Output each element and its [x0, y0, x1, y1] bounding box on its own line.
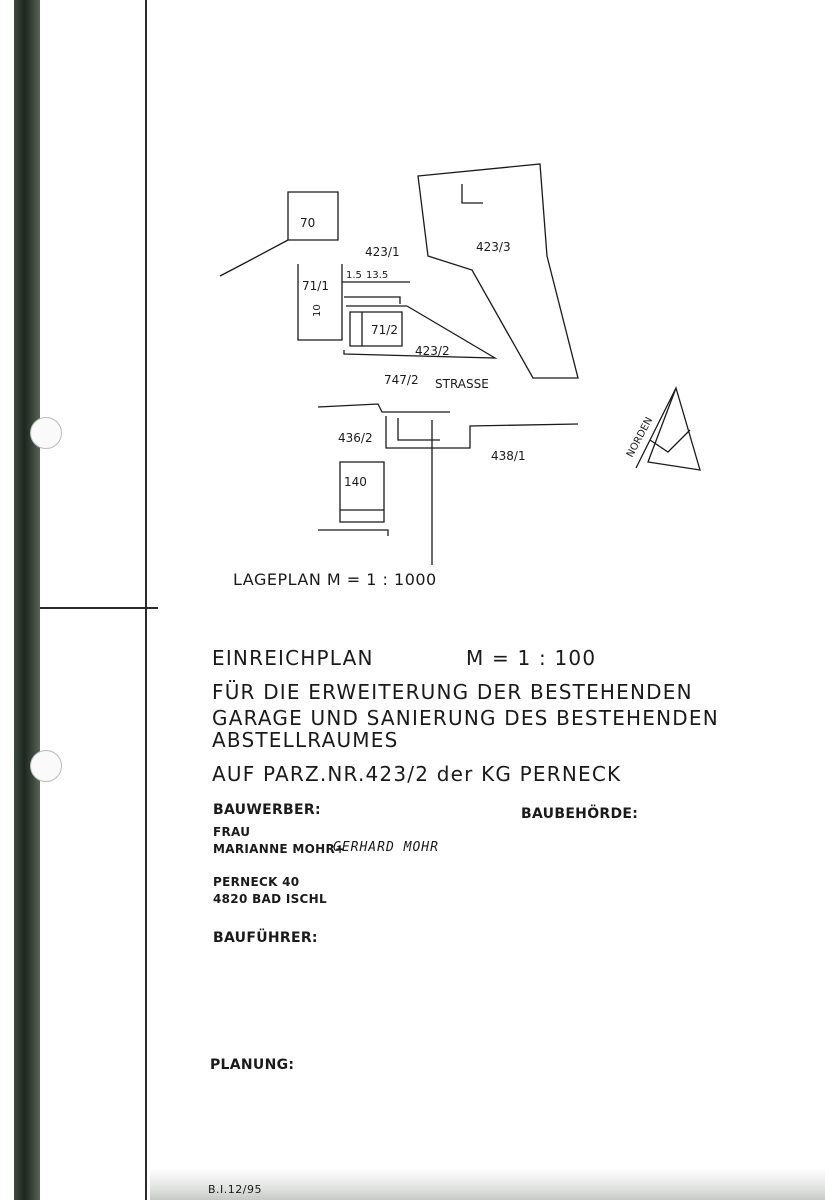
plan-scale: M = 1 : 100 [466, 646, 597, 670]
margin-line [145, 0, 147, 1200]
authority-heading: BAUBEHÖRDE: [521, 806, 639, 822]
applicant-name-handwritten: GERHARD MOHR [333, 840, 439, 855]
site-plan-drawing: 70 423/1 423/3 71/1 71/2 423/2 747/2 436… [219, 163, 701, 565]
binder-edge [14, 0, 40, 1200]
street-label: STRASSE [435, 377, 489, 391]
punch-hole-bottom [30, 750, 62, 782]
boundary-line-west [219, 239, 289, 277]
title-line-4: AUF PARZ.NR.423/2 der KG PERNECK [212, 762, 622, 786]
north-arrow-icon [635, 385, 701, 471]
title-line-1: FÜR DIE ERWEITERUNG DER BESTEHENDEN [212, 680, 693, 704]
parcel-438-1-outline [385, 416, 579, 449]
parcel-label-438-1: 438/1 [491, 449, 526, 463]
applicant-salutation: FRAU [213, 825, 251, 839]
parcel-label-71-1: 71/1 [302, 279, 329, 293]
site-plan-scale-label: LAGEPLAN M = 1 : 1000 [233, 570, 437, 589]
parcel-label-70: 70 [300, 216, 315, 230]
parcel-436-2-building [397, 418, 440, 441]
scan-noise [150, 1168, 825, 1200]
parcel-label-140: 140 [344, 475, 367, 489]
parcel-label-436-2: 436/2 [338, 431, 373, 445]
title-line-3: ABSTELLRAUMES [212, 728, 399, 752]
parcel-label-423-2: 423/2 [415, 344, 450, 358]
planning-heading: PLANUNG: [210, 1057, 295, 1073]
site-manager-heading: BAUFÜHRER: [213, 930, 318, 946]
dimension-label-13-5: 13.5 [366, 270, 388, 281]
parcel-423-3-outline [417, 163, 579, 379]
parcel-label-423-3: 423/3 [476, 240, 511, 254]
parcel-71-2-outline [349, 311, 403, 347]
applicant-heading: BAUWERBER: [213, 802, 321, 818]
parcel-label-423-1: 423/1 [365, 245, 400, 259]
extension-top-edge [344, 296, 401, 304]
applicant-street: PERNECK 40 [213, 875, 300, 889]
parcel-label-747-2: 747/2 [384, 373, 419, 387]
parcel-140-outline [339, 461, 385, 523]
parcel-70-outline [287, 191, 339, 241]
dimension-label-10: 10 [312, 304, 323, 317]
road-edge-south [317, 403, 450, 413]
applicant-city: 4820 BAD ISCHL [213, 892, 327, 906]
parcel-436-2-south-edge [318, 529, 389, 536]
footer-code: B.I.12/95 [208, 1183, 262, 1196]
dimension-label-1-5: 1.5 [346, 270, 362, 281]
fold-mark [40, 607, 158, 609]
title-line-2: GARAGE UND SANIERUNG DES BESTEHENDEN [212, 706, 719, 730]
parcel-71-1-outline [297, 264, 343, 341]
plan-type: EINREICHPLAN [212, 646, 374, 670]
parcel-label-71-2: 71/2 [371, 323, 398, 337]
punch-hole-top [30, 417, 62, 449]
applicant-name-printed: MARIANNE MOHR+ [213, 842, 346, 856]
parcel-423-3-building [461, 184, 483, 204]
parcel-423-2-outline [343, 305, 498, 359]
